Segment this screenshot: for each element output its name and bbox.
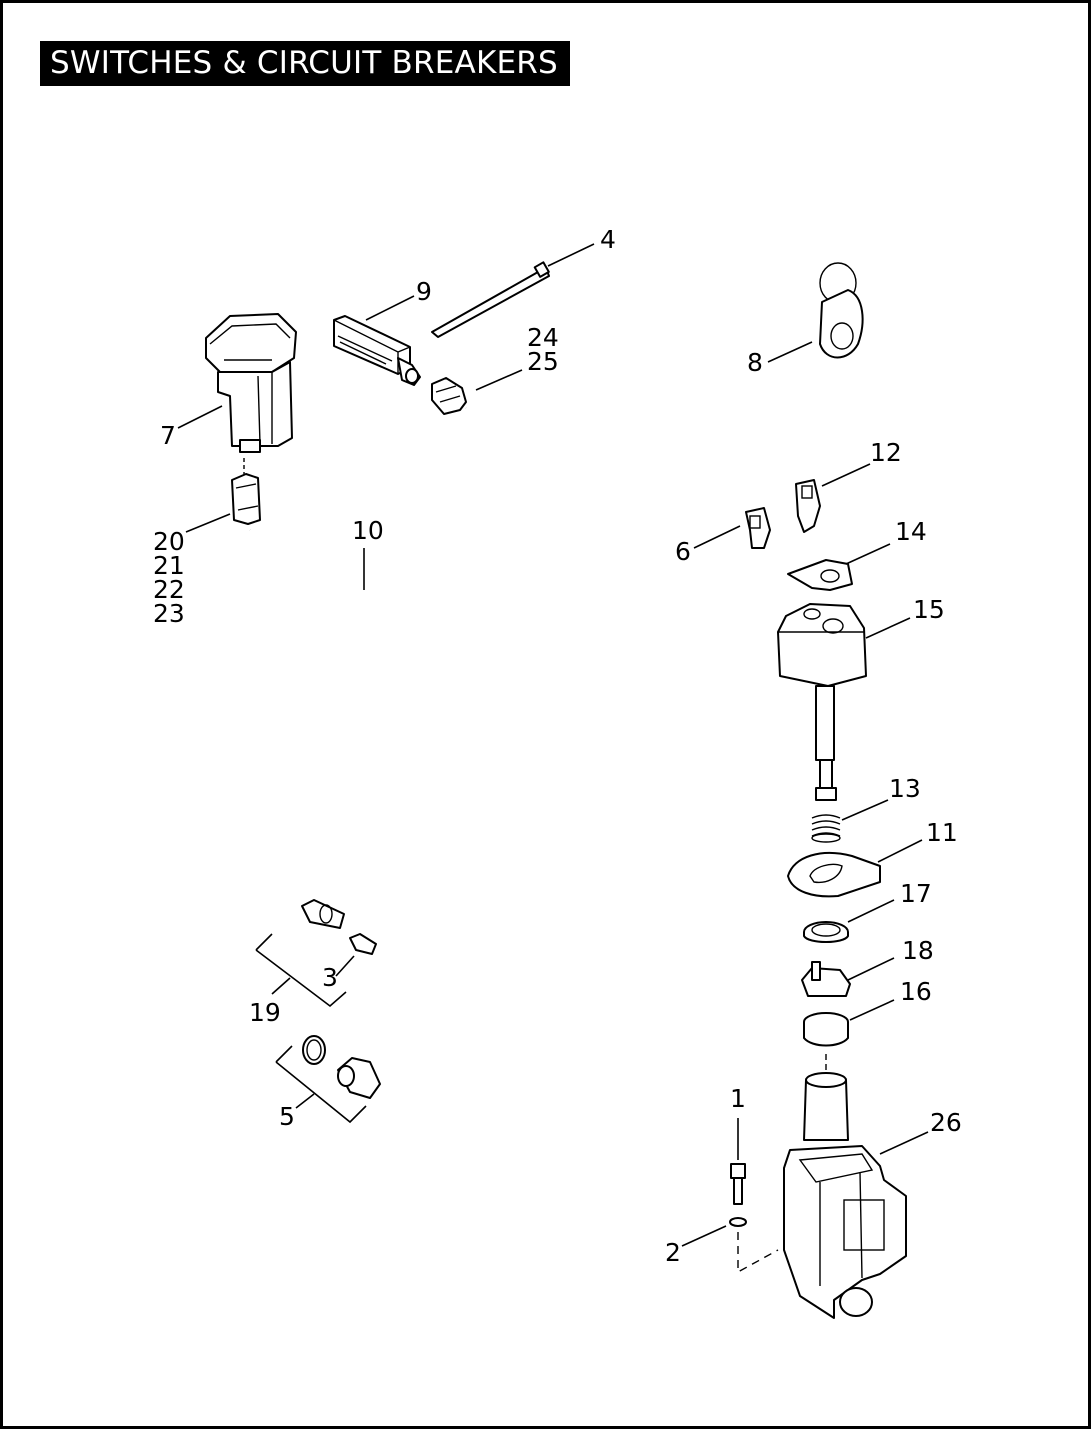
callout-23: 23 — [153, 599, 185, 628]
part-ignition-switch — [783, 1072, 907, 1319]
title-bar: SWITCHES & CIRCUIT BREAKERS — [40, 41, 570, 86]
part-key-fob — [819, 262, 864, 359]
part-key-blank — [745, 507, 771, 549]
part-ring — [803, 1012, 849, 1047]
callout-1: 1 — [730, 1084, 746, 1113]
callout-14: 14 — [895, 517, 927, 546]
part-screw — [730, 1163, 746, 1205]
callout-13: 13 — [889, 774, 921, 803]
callout-21: 21 — [153, 551, 185, 580]
callout-4: 4 — [600, 225, 616, 254]
callout-5: 5 — [279, 1102, 295, 1131]
part-circuit-breaker — [205, 313, 297, 474]
callout-12: 12 — [870, 438, 902, 467]
part-neutral-switch — [302, 1035, 381, 1099]
group-brackets — [255, 933, 367, 1124]
callout-6: 6 — [675, 537, 691, 566]
callout-labels: 4 9 24 25 7 8 12 6 14 15 10 20 21 22 23 … — [153, 225, 962, 1267]
part-spring — [811, 814, 841, 843]
part-washer — [729, 1217, 747, 1227]
page-title: SWITCHES & CIRCUIT BREAKERS — [50, 45, 558, 81]
callout-11: 11 — [926, 818, 958, 847]
callout-10: 10 — [352, 516, 384, 545]
callout-2: 2 — [665, 1238, 681, 1267]
part-switch-cap — [777, 603, 867, 801]
callout-8: 8 — [747, 348, 763, 377]
part-wiring-harness — [231, 377, 538, 606]
part-pressure-switch — [301, 899, 345, 929]
part-mounting-plate — [787, 852, 881, 898]
callout-20: 20 — [153, 527, 185, 556]
part-cable-strap — [431, 261, 550, 338]
callout-25: 25 — [527, 347, 559, 376]
washer-leader-dashed — [737, 1232, 779, 1274]
callout-9: 9 — [416, 277, 432, 306]
callout-7: 7 — [160, 421, 176, 450]
part-key — [795, 479, 821, 533]
callout-24: 24 — [527, 323, 559, 352]
part-retainer — [801, 961, 851, 997]
part-connector-block — [333, 315, 421, 386]
callout-15: 15 — [913, 595, 945, 624]
callout-16: 16 — [900, 977, 932, 1006]
part-cover-plate — [787, 559, 853, 591]
callout-22: 22 — [153, 575, 185, 604]
leader-lines — [177, 243, 929, 1247]
callout-26: 26 — [930, 1108, 962, 1137]
part-bushing — [803, 921, 849, 943]
callout-18: 18 — [902, 936, 934, 965]
callout-19: 19 — [249, 998, 281, 1027]
callout-3: 3 — [322, 963, 338, 992]
callout-17: 17 — [900, 879, 932, 908]
part-terminal — [349, 933, 377, 955]
